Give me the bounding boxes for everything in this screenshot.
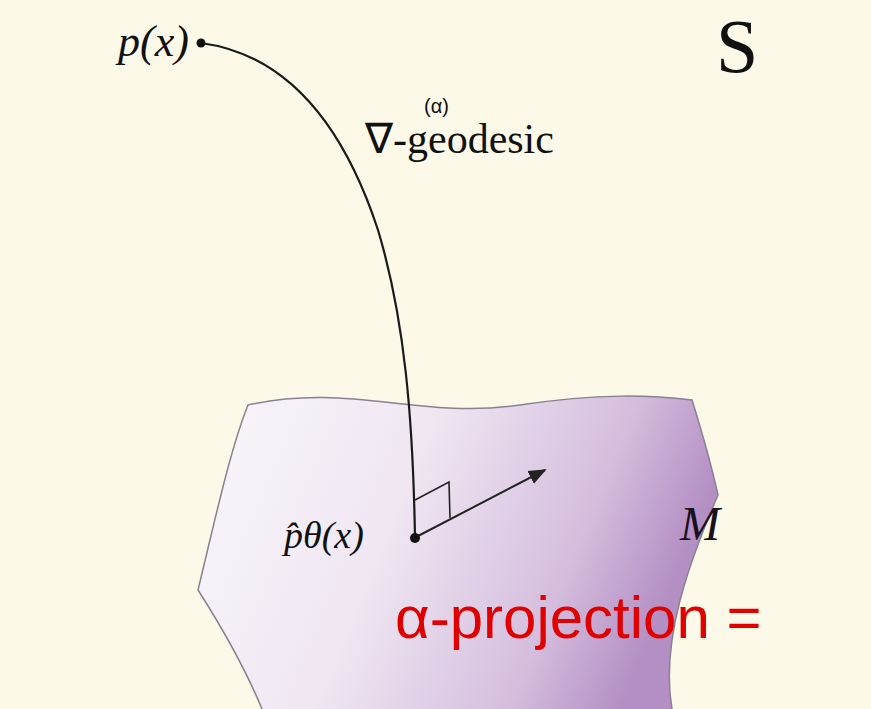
manifold-surface [198, 396, 718, 709]
point-dot [197, 39, 206, 48]
projection-point-label: p̂θ(x) [284, 516, 364, 554]
right-angle-mark [415, 482, 450, 518]
alpha-superscript: (α) [424, 96, 449, 116]
space-name: S [716, 8, 758, 84]
geodesic-label: ∇-geodesic [365, 118, 554, 160]
projection-dot [410, 533, 420, 543]
tangent-arrow [418, 470, 545, 536]
manifold-name: M [680, 500, 720, 548]
title-text: α-projection = [395, 588, 762, 648]
point-label: p(x) [118, 20, 189, 64]
surface-edge [198, 396, 718, 709]
